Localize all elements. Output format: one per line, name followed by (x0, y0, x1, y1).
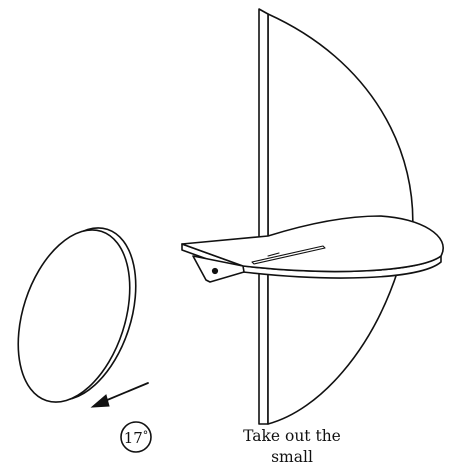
caption-line-1: Take out the (243, 427, 341, 445)
half-disc-panel (258, 8, 414, 245)
direction-arrow-icon (90, 382, 149, 408)
round-mirror (17, 227, 137, 403)
bracket (192, 255, 245, 283)
screw-hole-icon (211, 267, 219, 275)
step-number: 17° (124, 429, 149, 447)
step-badge: 17° (120, 421, 152, 453)
caption-line-2: small (271, 448, 313, 464)
instruction-caption: Take out the small (243, 427, 341, 466)
half-disc-panel-lower (258, 261, 399, 425)
